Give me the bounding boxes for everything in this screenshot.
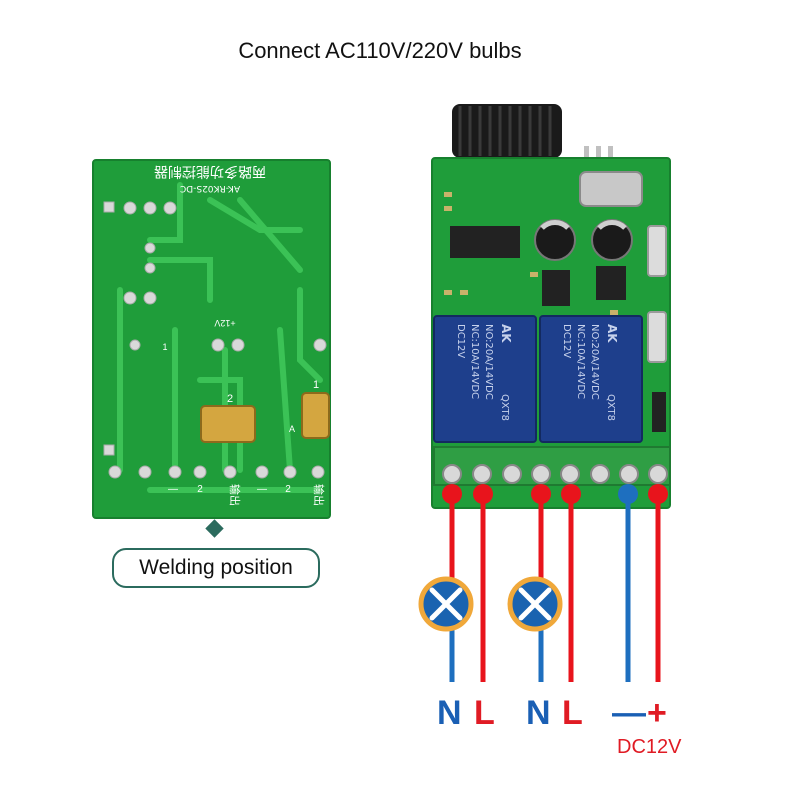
- relay-text: NO:20A/14VDC: [483, 324, 494, 400]
- push-button: [647, 311, 667, 363]
- welding-pad-2: [200, 405, 256, 443]
- relay-brand: AK: [605, 324, 619, 343]
- relay-text: DC12V: [455, 324, 466, 358]
- terminal-label-minus: —: [612, 694, 646, 732]
- relay-text: QXT8: [605, 394, 616, 421]
- bottom-label: —: [257, 484, 267, 495]
- terminal-label-l: L: [474, 694, 495, 732]
- diamond-marker-icon: [205, 519, 224, 538]
- ic-chip: [542, 270, 570, 306]
- power-label: +12V: [214, 318, 235, 328]
- left-pcb-board: 两路多功能控制器 AK-RK02S-DC 2 1 A 1 +12V — 2 — …: [92, 159, 331, 519]
- relay-brand: AK: [499, 324, 513, 343]
- bulb-icon: [418, 576, 474, 632]
- pad-label: 1: [162, 342, 167, 352]
- bulb-icon: [507, 576, 563, 632]
- wires: [449, 496, 661, 682]
- relay-text: DC12V: [561, 324, 572, 358]
- pad-label: 2: [227, 393, 233, 405]
- ic-chip: [450, 226, 520, 258]
- welding-pad-1: [301, 392, 330, 439]
- relay-text: QXT8: [499, 394, 510, 421]
- output-label: 输出: [228, 484, 242, 506]
- output-label: 输出: [312, 484, 326, 506]
- bottom-label: —: [168, 484, 178, 495]
- right-pcb-board: AK NO:20A/14VDC NC:10A/14VDC DC12V QXT8 …: [431, 104, 671, 509]
- terminal-label-l: L: [562, 694, 583, 732]
- left-board-header-text: 两路多功能控制器: [154, 163, 266, 180]
- terminal-label-plus: +: [647, 694, 667, 732]
- bottom-label: 2: [197, 484, 203, 495]
- pad-label: A: [289, 424, 295, 434]
- relay-2: AK NO:20A/14VDC NC:10A/14VDC DC12V QXT8: [539, 315, 643, 443]
- terminal-label-n: N: [526, 694, 551, 732]
- relay-text: NC:10A/14VDC: [575, 324, 586, 399]
- ic-chip: [596, 266, 626, 300]
- crystal-oscillator: [579, 171, 643, 207]
- dc12v-label: DC12V: [617, 736, 682, 758]
- welding-position-badge: Welding position: [112, 548, 320, 588]
- push-button: [647, 225, 667, 277]
- page-title: Connect AC110V/220V bulbs: [238, 38, 522, 63]
- antenna-coil-icon: [452, 104, 562, 158]
- left-board-model-text: AK-RK02S-DC: [180, 183, 240, 193]
- relay-text: NO:20A/14VDC: [589, 324, 600, 400]
- relay-1: AK NO:20A/14VDC NC:10A/14VDC DC12V QXT8: [433, 315, 537, 443]
- bottom-label: 2: [285, 484, 291, 495]
- terminal-dots: [442, 484, 668, 504]
- pad-label: 1: [313, 379, 319, 391]
- terminal-label-n: N: [437, 694, 462, 732]
- relay-text: NC:10A/14VDC: [469, 324, 480, 399]
